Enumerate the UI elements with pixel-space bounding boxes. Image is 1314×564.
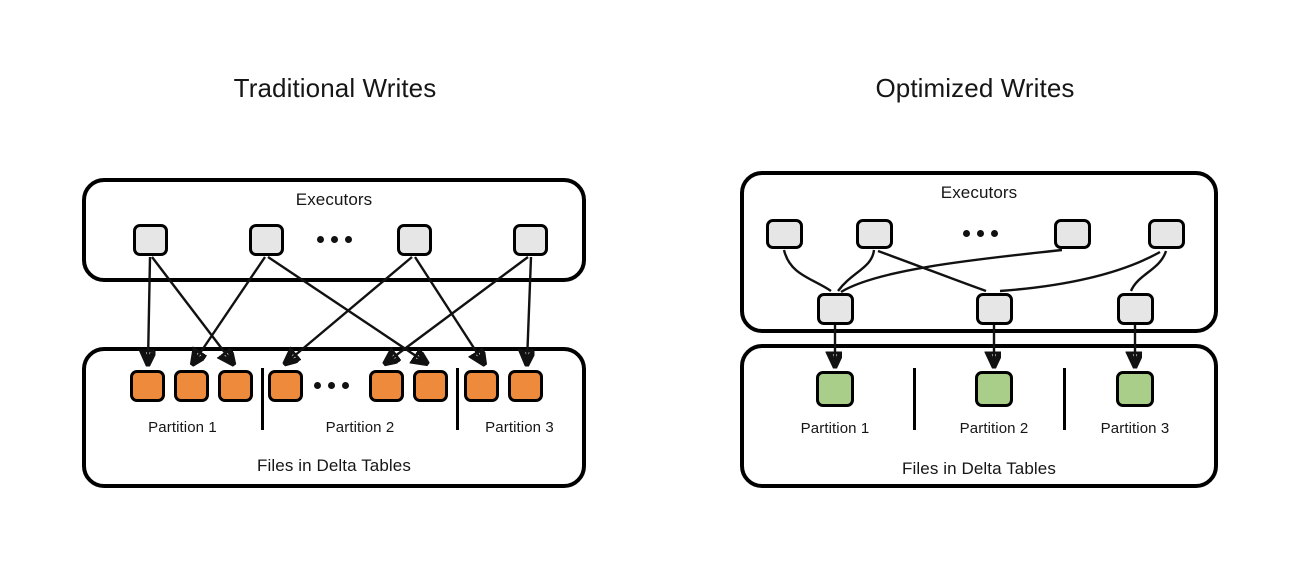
traditional-file-3[interactable] (218, 370, 253, 402)
traditional-executor-2[interactable] (249, 224, 284, 256)
optimized-executors-container (740, 171, 1218, 333)
traditional-file-5[interactable] (369, 370, 404, 402)
optimized-partition-divider-2 (1063, 368, 1066, 430)
optimized-executor-3[interactable] (1054, 219, 1091, 249)
optimized-executors-label: Executors (940, 183, 1018, 202)
traditional-files-label: Files in Delta Tables (257, 456, 411, 475)
optimized-partition-label-1: Partition 1 (800, 420, 870, 437)
traditional-executors-ellipsis-icon (317, 236, 352, 243)
optimized-executor-4[interactable] (1148, 219, 1185, 249)
optimized-files-label: Files in Delta Tables (902, 459, 1056, 478)
traditional-executor-4[interactable] (513, 224, 548, 256)
traditional-partition-label-1: Partition 1 (148, 419, 217, 436)
traditional-partition-divider-2 (456, 368, 459, 430)
optimized-executor-2[interactable] (856, 219, 893, 249)
optimized-writer-1[interactable] (817, 293, 854, 325)
traditional-partition-label-2: Partition 2 (325, 419, 395, 436)
traditional-executors-label: Executors (295, 190, 373, 209)
optimized-file-1[interactable] (816, 371, 854, 407)
traditional-executor-3[interactable] (397, 224, 432, 256)
optimized-writer-2[interactable] (976, 293, 1013, 325)
traditional-partition-label-3: Partition 3 (485, 419, 554, 436)
optimized-partition-label-3: Partition 3 (1100, 420, 1170, 437)
optimized-file-2[interactable] (975, 371, 1013, 407)
traditional-file-1[interactable] (130, 370, 165, 402)
traditional-executor-1[interactable] (133, 224, 168, 256)
traditional-partition-divider-1 (261, 368, 264, 430)
panel-title-traditional: Traditional Writes (233, 73, 437, 103)
optimized-executor-1[interactable] (766, 219, 803, 249)
traditional-file-2[interactable] (174, 370, 209, 402)
traditional-file-6[interactable] (413, 370, 448, 402)
optimized-file-3[interactable] (1116, 371, 1154, 407)
traditional-file-7[interactable] (464, 370, 499, 402)
traditional-file-8[interactable] (508, 370, 543, 402)
traditional-file-4[interactable] (268, 370, 303, 402)
optimized-files-container (740, 344, 1218, 488)
traditional-files-ellipsis-icon (314, 382, 349, 389)
optimized-writer-3[interactable] (1117, 293, 1154, 325)
optimized-executors-ellipsis-icon (963, 230, 998, 237)
panel-title-optimized: Optimized Writes (875, 73, 1075, 103)
optimized-partition-label-2: Partition 2 (959, 420, 1029, 437)
optimized-partition-divider-1 (913, 368, 916, 430)
